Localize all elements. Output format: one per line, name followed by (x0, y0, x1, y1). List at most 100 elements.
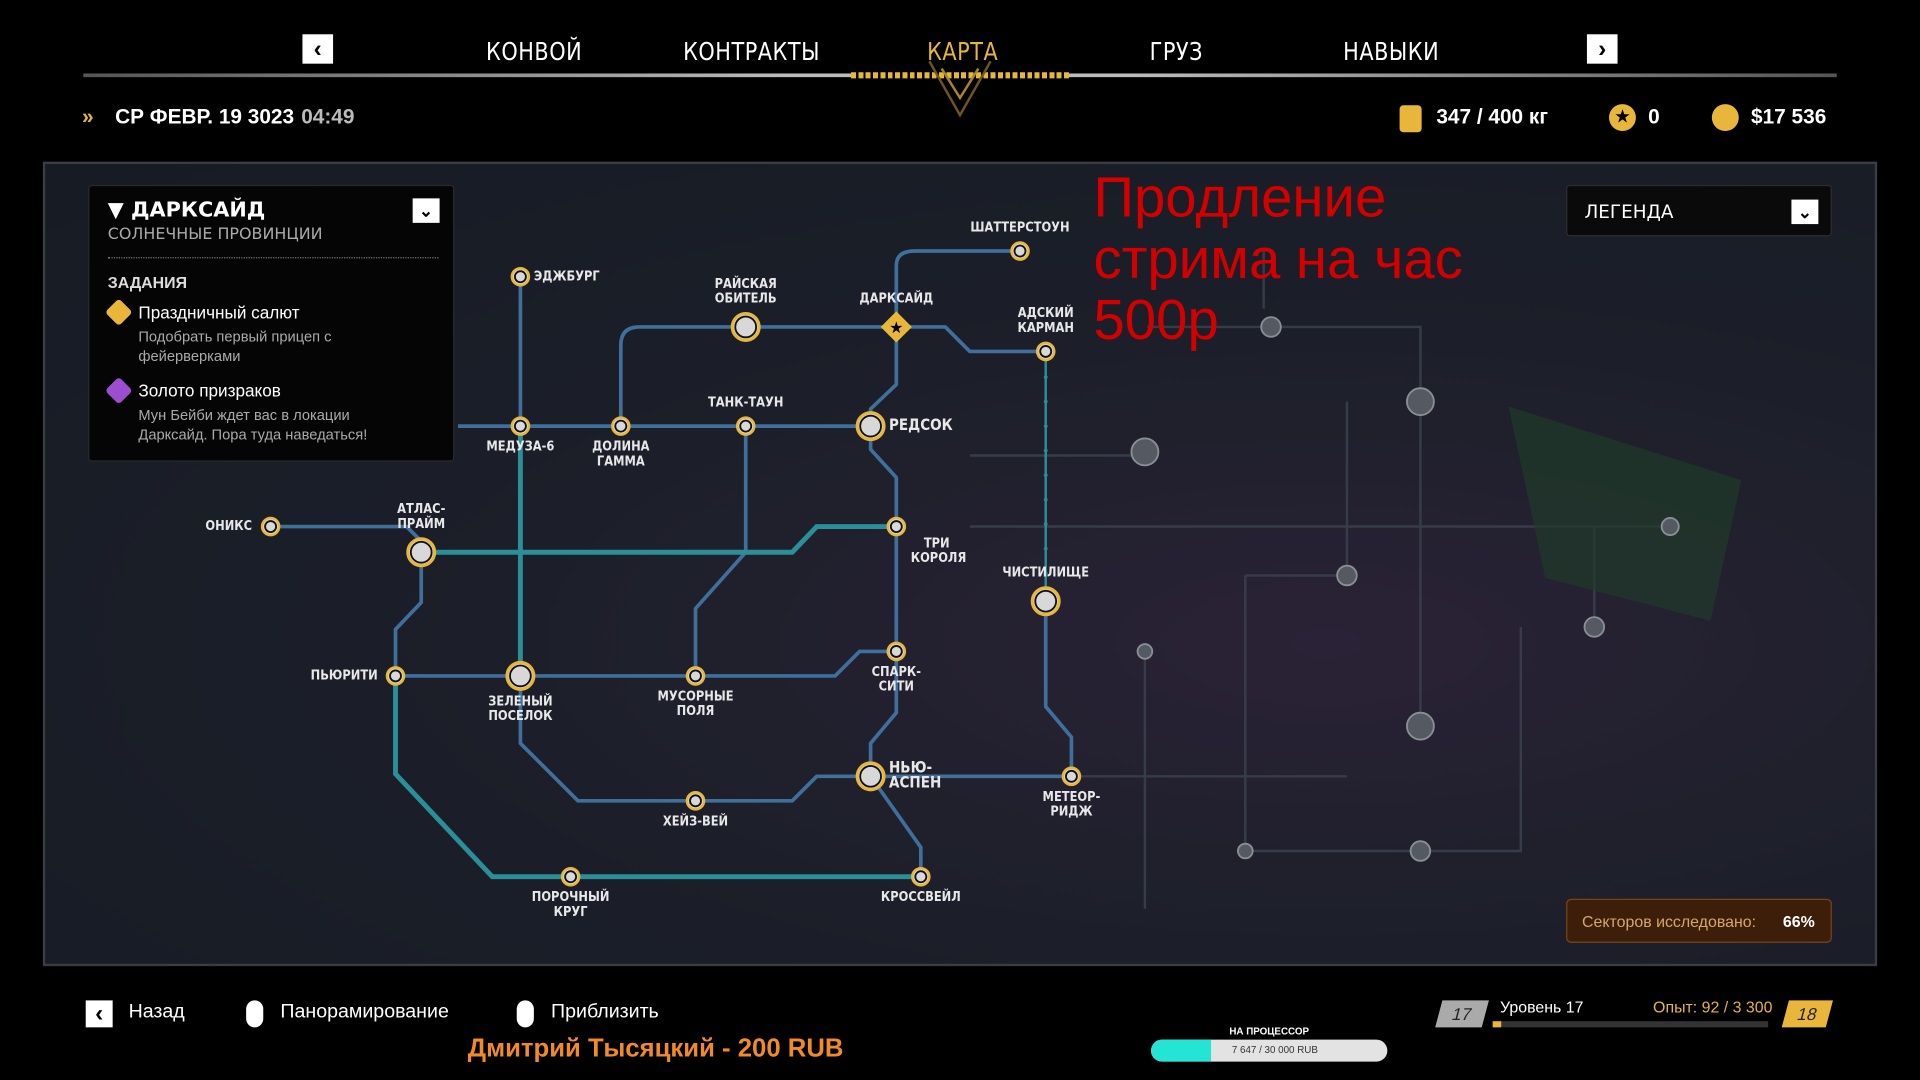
tab-skills[interactable]: НАВЫКИ (1343, 36, 1440, 67)
moon-task-icon (104, 376, 133, 405)
next-tab-button[interactable]: › (1586, 34, 1618, 64)
star-icon: ★ (889, 320, 903, 337)
station-ring (689, 669, 702, 683)
station-label[interactable]: ЭДЖБУРГ (533, 268, 600, 285)
station-ring (889, 520, 903, 533)
task-title[interactable]: Праздничный салют (138, 302, 300, 323)
station-ring (859, 414, 882, 438)
station-label[interactable]: ПЬЮРИТИ (310, 667, 378, 684)
tasks-heading: ЗАДАНИЯ (107, 273, 188, 292)
zoom-hint: Приблизить (551, 1001, 659, 1023)
undiscovered-location-icon[interactable] (1136, 643, 1154, 660)
divider (107, 257, 439, 259)
station-ring (914, 870, 928, 884)
station-label[interactable]: МУСОРНЫЕ ПОЛЯ (657, 688, 734, 719)
undiscovered-location-icon[interactable] (1583, 616, 1606, 638)
weight-icon (1399, 105, 1422, 133)
station-label[interactable]: АТЛАС- ПРАЙМ (397, 500, 446, 532)
undiscovered-location-icon[interactable] (1406, 387, 1435, 417)
active-tab-indicator (851, 72, 1069, 79)
back-key-icon[interactable]: ‹ (85, 1000, 113, 1028)
undiscovered-location-icon[interactable] (1336, 564, 1358, 587)
undiscovered-location-icon[interactable] (1406, 711, 1435, 741)
station-label[interactable]: МЕТЕОР- РИДЖ (1042, 788, 1101, 820)
station-label[interactable]: АДСКИЙ КАРМАН (1017, 304, 1074, 336)
tab-map[interactable]: КАРТА (927, 36, 999, 67)
station-node[interactable] (730, 311, 761, 342)
undiscovered-location-icon[interactable] (1660, 517, 1680, 537)
level-label: Уровень 17 (1500, 997, 1584, 1017)
undiscovered-location-icon[interactable] (1237, 842, 1254, 860)
station-label[interactable]: ТРИ КОРОЛЯ (910, 535, 967, 566)
station-node[interactable] (406, 537, 437, 568)
mouse-icon (246, 1000, 264, 1028)
station-label[interactable]: ШАТТЕРСТОУН (970, 219, 1070, 236)
station-label[interactable]: ТАНК-ТАУН (707, 394, 784, 411)
collapse-panel-button[interactable]: ⌄ (412, 198, 440, 223)
money-icon (1711, 104, 1739, 132)
chevron-down-icon[interactable]: ⌄ (1791, 199, 1819, 225)
stars-count: 0 (1648, 105, 1660, 129)
game-date: СР ФЕВР. 19 3023 (115, 105, 295, 129)
station-label[interactable]: ОНИКС (205, 517, 253, 534)
goal-label: НА ПРОЦЕССОР (1229, 1026, 1310, 1038)
station-label[interactable]: ХЕЙЗ-ВЕЙ (662, 813, 729, 829)
station-label[interactable]: НЬЮ- АСПЕН (888, 759, 942, 793)
goal-fill (1151, 1039, 1212, 1062)
station-label[interactable]: РАЙСКАЯ ОБИТЕЛЬ (714, 275, 777, 307)
station-ring (513, 270, 527, 284)
legend-dropdown[interactable]: ЛЕГЕНДА ⌄ (1566, 184, 1832, 237)
back-button[interactable]: Назад (128, 1001, 185, 1023)
station-ring (889, 645, 903, 658)
next-level-badge: 18 (1781, 1000, 1833, 1028)
station-label[interactable]: МЕДУЗА-6 (486, 438, 555, 455)
tab-convoy[interactable]: КОНВОЙ (486, 36, 583, 67)
task-description: Мун Бейби ждет вас в локации Даркcайд. П… (138, 406, 368, 444)
highlighted-routes (393, 351, 1048, 880)
sectors-value: 66% (1782, 912, 1815, 931)
sectors-explored-badge: Секторов исследовано: 66% (1566, 898, 1832, 943)
undiscovered-location-icon[interactable] (1260, 316, 1282, 338)
station-label[interactable]: РЕДСОК (888, 416, 953, 435)
task-title[interactable]: Золото призраков (138, 380, 281, 401)
station-node[interactable] (855, 411, 886, 442)
station-ring (1065, 769, 1078, 783)
station-ring (1013, 244, 1027, 258)
xp-bar (1492, 1021, 1769, 1028)
station-ring (859, 765, 882, 788)
donation-goal-bar: 7 647 / 30 000 RUB (1151, 1039, 1388, 1062)
region-subtitle: СОЛНЕЧНЫЕ ПРОВИНЦИИ (107, 225, 323, 244)
station-label[interactable]: ПОРОЧНЫЙ КРУГ (531, 888, 610, 920)
game-time: 04:49 (301, 105, 355, 129)
station-label[interactable]: ДАРКСАЙД (859, 290, 934, 307)
region-info-panel: ▼ ДАРКСАЙД ⌄ СОЛНЕЧНЫЕ ПРОВИНЦИИ ЗАДАНИЯ… (88, 184, 455, 462)
xp-label: Опыт: 92 / 3 300 (1653, 997, 1773, 1017)
money-balance: $17 536 (1751, 105, 1827, 129)
donation-overlay-text: Дмитрий Тысяцкий - 200 RUB (467, 1034, 844, 1063)
sectors-label: Секторов исследовано: (1582, 912, 1757, 931)
station-label[interactable]: ЗЕЛЕНЫЙ ПОСЕЛОК (488, 693, 553, 724)
station-node[interactable] (1030, 586, 1061, 617)
station-node[interactable] (855, 761, 886, 792)
region-highlight (1508, 406, 1742, 621)
undiscovered-location-icon[interactable] (1130, 437, 1160, 467)
station-label[interactable]: СПАРК- СИТИ (871, 663, 921, 695)
station-ring (564, 870, 578, 884)
station-ring (513, 419, 527, 433)
undiscovered-location-icon[interactable] (1409, 840, 1432, 862)
station-label[interactable]: ДОЛИНА ГАММА (592, 438, 650, 469)
current-level-badge: 17 (1435, 1000, 1489, 1028)
task-description: Подобрать первый прицеп с фейерверками (138, 328, 332, 365)
tab-contracts[interactable]: КОНТРАКТЫ (683, 36, 820, 67)
goal-text: 7 647 / 30 000 RUB (1231, 1044, 1318, 1056)
undiscovered-markers (1130, 316, 1680, 862)
star-icon: ★ (1608, 104, 1636, 132)
prev-tab-button[interactable]: ‹ (302, 34, 334, 64)
station-label[interactable]: КРОССВЕЙЛ (880, 888, 961, 905)
station-node[interactable] (505, 660, 536, 691)
active-tab-chevron-icon (928, 60, 992, 118)
station-label[interactable]: ЧИСТИЛИЩЕ (1002, 564, 1090, 581)
tab-cargo[interactable]: ГРУЗ (1149, 36, 1203, 67)
current-location-marker-icon[interactable] (880, 311, 912, 343)
